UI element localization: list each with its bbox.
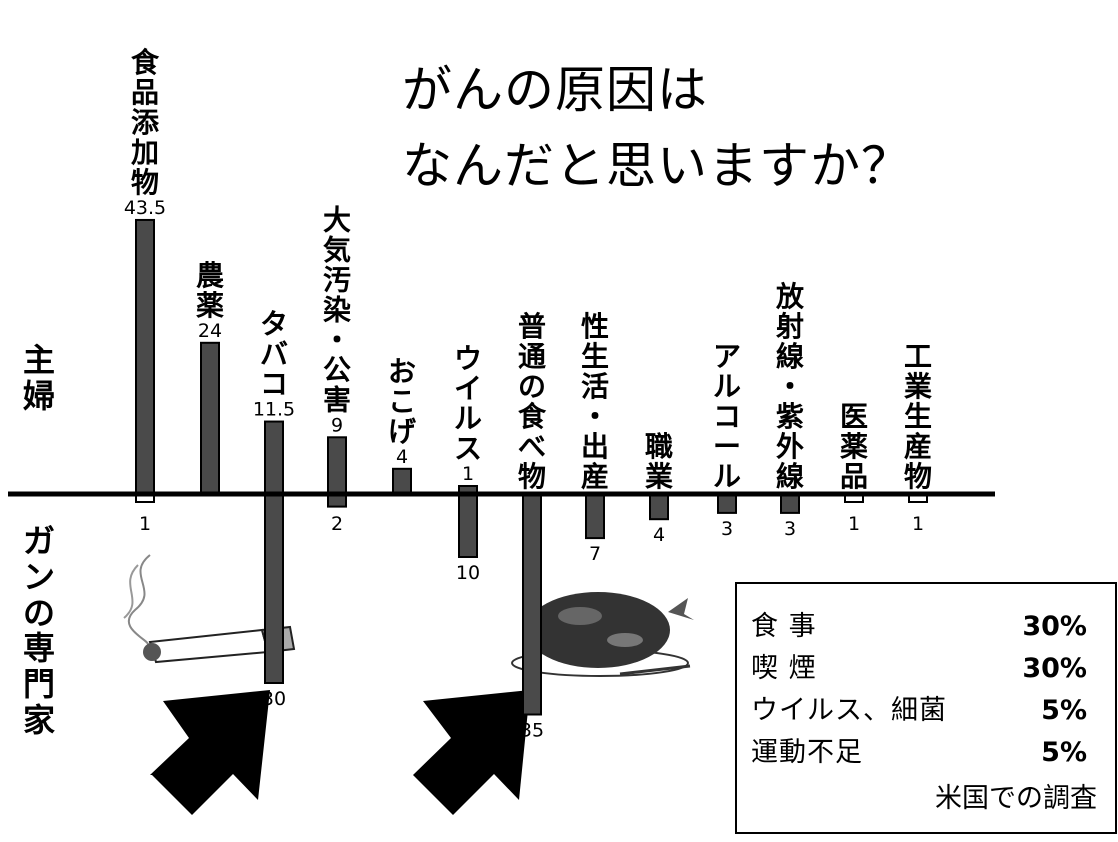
survey-row: 喫 煙 30% xyxy=(751,648,1087,690)
value-label-housewives: 11.5 xyxy=(253,399,295,421)
us-survey-box: 食 事 30% 喫 煙 30% ウイルス、細菌 5% 運動不足 5% 米国での調… xyxy=(735,582,1117,834)
series-label-experts: ガンの専門家 xyxy=(22,522,55,740)
page-title-line-2: なんだと思いますか？ xyxy=(402,137,912,195)
value-label-experts: 35 xyxy=(520,720,544,742)
value-label-housewives: 4 xyxy=(396,446,408,468)
category-label: 医薬品 xyxy=(840,400,868,493)
category-label: 普通の食べ物 xyxy=(518,310,547,493)
bar-housewives xyxy=(392,467,412,495)
bar-experts xyxy=(717,493,737,514)
category-label: 大気汚染・公害 xyxy=(323,203,351,416)
value-label-experts: 3 xyxy=(784,518,796,540)
survey-row: 運動不足 5% xyxy=(751,732,1087,774)
bar-experts xyxy=(780,493,800,514)
category-label: 農薬 xyxy=(196,259,224,322)
arrow-icon xyxy=(150,690,270,815)
food-plate-icon xyxy=(511,592,694,677)
value-label-experts: 1 xyxy=(912,513,924,535)
survey-source-note: 米国での調査 xyxy=(935,783,1097,814)
survey-row-value: 5% xyxy=(1041,737,1087,768)
illustrations xyxy=(123,554,694,815)
page-title-line-1: がんの原因は xyxy=(402,61,708,119)
category-label: おこげ xyxy=(388,355,417,448)
survey-row-label: 喫 煙 xyxy=(751,653,817,684)
bar-housewives xyxy=(264,420,284,495)
value-label-housewives: 1 xyxy=(462,463,474,485)
value-label-experts: 7 xyxy=(589,543,601,565)
value-label-housewives: 43.5 xyxy=(124,197,166,219)
bar-experts xyxy=(585,493,605,540)
bar-experts xyxy=(522,493,542,716)
survey-row: 食 事 30% xyxy=(751,606,1087,648)
survey-row-label: ウイルス、細菌 xyxy=(751,695,947,726)
category-label: アルコール xyxy=(713,340,741,493)
value-label-experts: 10 xyxy=(456,562,480,584)
value-label-experts: 4 xyxy=(653,524,665,546)
bar-housewives xyxy=(200,341,220,495)
survey-row-value: 30% xyxy=(1022,653,1087,684)
value-label-experts: 1 xyxy=(139,513,151,535)
bar-experts xyxy=(649,493,669,521)
category-label: 放射線・紫外線 xyxy=(775,280,805,493)
series-label-housewives: 主婦 xyxy=(22,341,55,415)
value-label-experts: 1 xyxy=(848,513,860,535)
survey-row-label: 食 事 xyxy=(751,611,817,642)
bar-experts xyxy=(458,493,478,558)
bar-experts xyxy=(264,493,284,684)
value-label-housewives: 24 xyxy=(198,320,222,342)
survey-row-label: 運動不足 xyxy=(751,737,863,768)
survey-row-value: 30% xyxy=(1022,611,1087,642)
category-label: ウイルス xyxy=(454,342,482,465)
value-label-experts: 30 xyxy=(262,688,286,710)
arrow-icon xyxy=(413,690,530,815)
category-label: 職業 xyxy=(645,430,673,493)
bar-housewives xyxy=(135,218,155,495)
value-label-experts: 2 xyxy=(331,513,343,535)
category-label: 性生活・出産 xyxy=(581,310,609,493)
value-label-housewives: 9 xyxy=(331,414,343,436)
category-label: 食品添加物 xyxy=(131,46,160,199)
category-label: タバコ xyxy=(260,308,288,401)
survey-row-value: 5% xyxy=(1041,695,1087,726)
bar-housewives xyxy=(327,436,347,495)
smoke-icon xyxy=(127,554,151,646)
survey-row: ウイルス、細菌 5% xyxy=(751,690,1087,732)
category-label: 工業生産物 xyxy=(904,340,932,493)
value-label-experts: 3 xyxy=(721,518,733,540)
